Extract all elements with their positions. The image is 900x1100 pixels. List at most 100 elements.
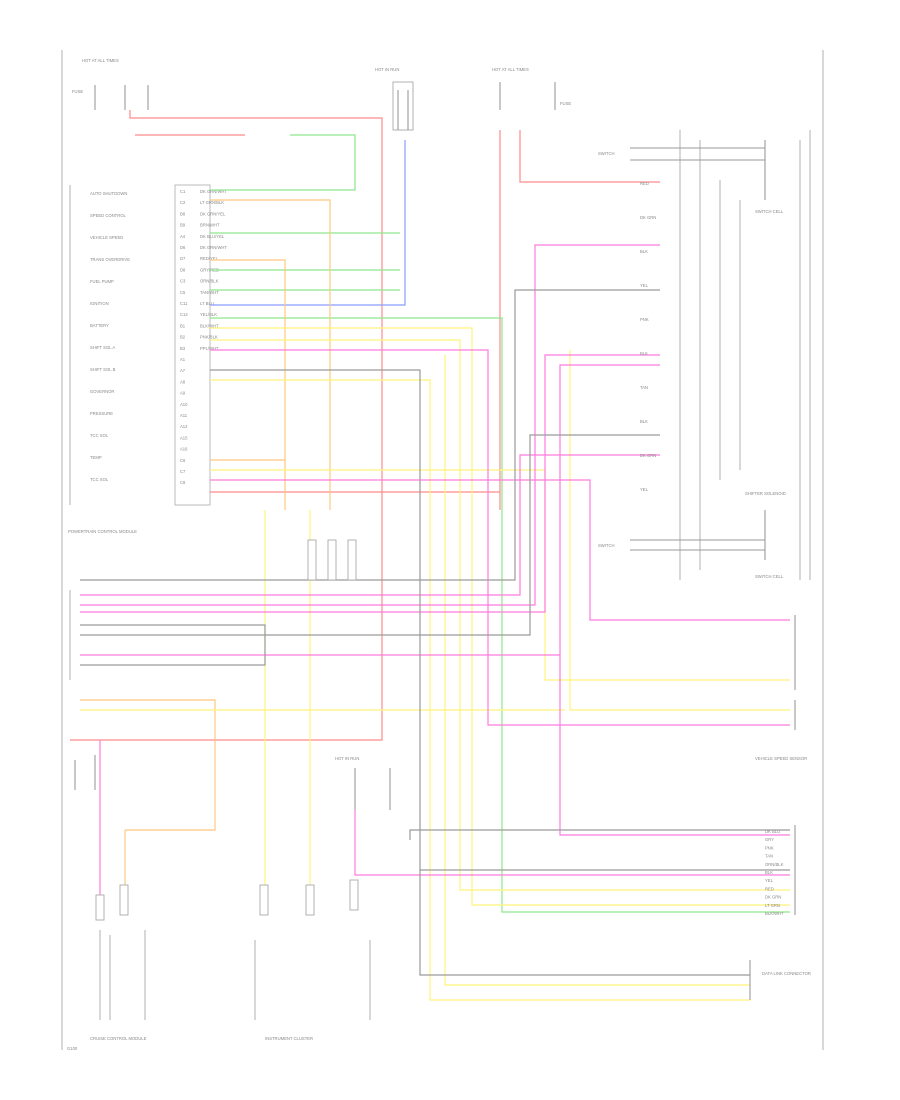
hot-bottom-heading: HOT IN RUN — [335, 756, 359, 761]
wire-code-label: DK BLU/YEL — [200, 234, 225, 239]
side-label: PRESSURE — [90, 411, 113, 416]
wire-code-label: BLK/WHT — [200, 323, 219, 328]
pin-label: C6 — [180, 458, 186, 463]
pin-label: A7 — [180, 368, 186, 373]
bottom-right-wire-label: GRY — [765, 837, 774, 842]
switch-cell-label: SWITCH CELL — [755, 209, 784, 214]
right-wire-label: BLK — [640, 419, 648, 424]
pin-label: A10 — [180, 402, 188, 407]
pin-label: D6 — [180, 245, 186, 250]
switch-right-label: SWITCH — [598, 543, 615, 548]
side-label: TEMP — [90, 455, 102, 460]
right-wire-label: DK GRN — [640, 215, 656, 220]
fuse-right-heading: HOT AT ALL TIMES — [492, 67, 529, 72]
pin-label: C2 — [180, 200, 186, 205]
side-label: SHIFT SOL B — [90, 367, 116, 372]
side-label: AUTO SHUTDOWN — [90, 191, 127, 196]
wire-code-label: BRN/WHT — [200, 223, 220, 228]
wire-code-label: DK GRN/WHT — [200, 189, 227, 194]
right-wire-label: BLK — [640, 351, 648, 356]
wire-code-label: RED/YEL — [200, 256, 219, 261]
side-label: SPEED CONTROL — [90, 213, 127, 218]
fuse-left-label: FUSE — [72, 89, 83, 94]
fuse-block-left: HOT AT ALL TIMES FUSE — [72, 58, 149, 110]
right-wire-label: RED — [640, 181, 649, 186]
bottom-right-wire-label: ORN/BLK — [765, 862, 784, 867]
pin-labels: C1C2B8B9A4D6D7D8C3C5C11C12B1B2B3A1A7A8A9… — [180, 189, 227, 485]
bottom-right-wire-label: LT GRN — [765, 903, 780, 908]
pin-label: A15 — [180, 435, 188, 440]
bottom-connectors: CRUISE CONTROL MODULE INSTRUMENT CLUSTER… — [67, 539, 371, 1051]
pcm-module: POWERTRAIN CONTROL MODULE — [68, 184, 211, 534]
side-label: TCC SOL — [90, 433, 109, 438]
pin-label: A4 — [180, 234, 186, 239]
page-frame — [61, 50, 824, 1050]
side-label: TRANS OVERDRIVE — [90, 257, 130, 262]
side-label: VEHICLE SPEED — [90, 235, 123, 240]
right-wire-label: YEL — [640, 487, 649, 492]
fuse-right-label: FUSE — [560, 101, 571, 106]
wire-code-label: GRY/RED — [200, 267, 219, 272]
pin-label: D7 — [180, 256, 186, 261]
side-label: IGNITION — [90, 301, 109, 306]
pin-label: C5 — [180, 290, 186, 295]
wire-code-label: LT GRN/BLK — [200, 200, 224, 205]
sensor-top-center: HOT IN RUN — [375, 67, 414, 131]
bottom-right-wire-label: BLK/WHT — [765, 911, 784, 916]
wire-code-label: YEL/BLK — [200, 312, 217, 317]
side-label: TCC SOL — [90, 477, 109, 482]
switch-left-label: SWITCH — [598, 151, 615, 156]
wire-code-label: PPL/WHT — [200, 346, 219, 351]
bottom-right-wire-label: DK BLU — [765, 829, 780, 834]
right-connectors: VEHICLE SPEED SENSOR DATA LINK CONNECTOR — [749, 615, 811, 1000]
right-wire-label: BLK — [640, 249, 648, 254]
right-wire-label: DK GRN — [640, 453, 656, 458]
switch-cell-label-2: SWITCH CELL — [755, 574, 784, 579]
bottom-right-wire-label: TAN — [765, 854, 773, 859]
fuse-left-heading: HOT AT ALL TIMES — [82, 58, 119, 63]
pin-label: C3 — [180, 279, 186, 284]
pin-label: C11 — [180, 301, 188, 306]
pin-label: C7 — [180, 469, 186, 474]
wire-code-label: DK GRN/YEL — [200, 211, 226, 216]
shifter-switch-block: SWITCH SWITCH SWITCH CELL SHIFTER SOLENO… — [598, 130, 811, 580]
data-link-label: DATA LINK CONNECTOR — [762, 971, 811, 976]
sensor-center-heading: HOT IN RUN — [375, 67, 399, 72]
right-wire-label: TAN — [640, 385, 648, 390]
pin-label: C8 — [180, 480, 186, 485]
speed-sensor-label: VEHICLE SPEED SENSOR — [755, 756, 807, 761]
pin-label: A11 — [180, 413, 188, 418]
fuse-block-right: HOT AT ALL TIMES FUSE — [492, 67, 571, 110]
wire-code-label: ORN/BLK — [200, 279, 219, 284]
pin-label: D8 — [180, 267, 186, 272]
instrument-cluster-label: INSTRUMENT CLUSTER — [265, 1036, 313, 1041]
pin-label: B8 — [180, 211, 186, 216]
cruise-module-label: CRUISE CONTROL MODULE — [90, 1036, 147, 1041]
pin-label: B2 — [180, 335, 186, 340]
pin-label: A9 — [180, 391, 186, 396]
right-wire-label: PNK — [640, 317, 649, 322]
bottom-right-wire-label: BLK — [765, 870, 773, 875]
shifter-solenoid-label: SHIFTER SOLENOID — [745, 491, 786, 496]
side-label: GOVERNOR — [90, 389, 114, 394]
side-label: SHIFT SOL A — [90, 345, 115, 350]
pcm-name-label: POWERTRAIN CONTROL MODULE — [68, 529, 137, 534]
right-wire-label: YEL — [640, 283, 649, 288]
right-wire-labels: RED DK GRN BLK YEL PNK BLK TAN BLK DK GRN YEL — [640, 181, 656, 492]
side-label: FUEL PUMP — [90, 279, 114, 284]
pin-label: A1 — [180, 357, 186, 362]
side-label: BATTERY — [90, 323, 109, 328]
ground-label: G100 — [67, 1046, 78, 1051]
pin-label: B9 — [180, 223, 186, 228]
wires — [70, 110, 790, 1001]
left-lower-block — [69, 590, 96, 790]
pin-label: B3 — [180, 346, 186, 351]
bottom-right-wire-label: DK GRN — [765, 895, 781, 900]
wire-code-label: DK GRN/WHT — [200, 245, 227, 250]
hot-bottom-block: HOT IN RUN — [335, 756, 391, 810]
bottom-right-wire-label: YEL — [765, 878, 774, 883]
pin-label: C12 — [180, 312, 188, 317]
bottom-right-wire-label: PNK — [765, 845, 774, 850]
